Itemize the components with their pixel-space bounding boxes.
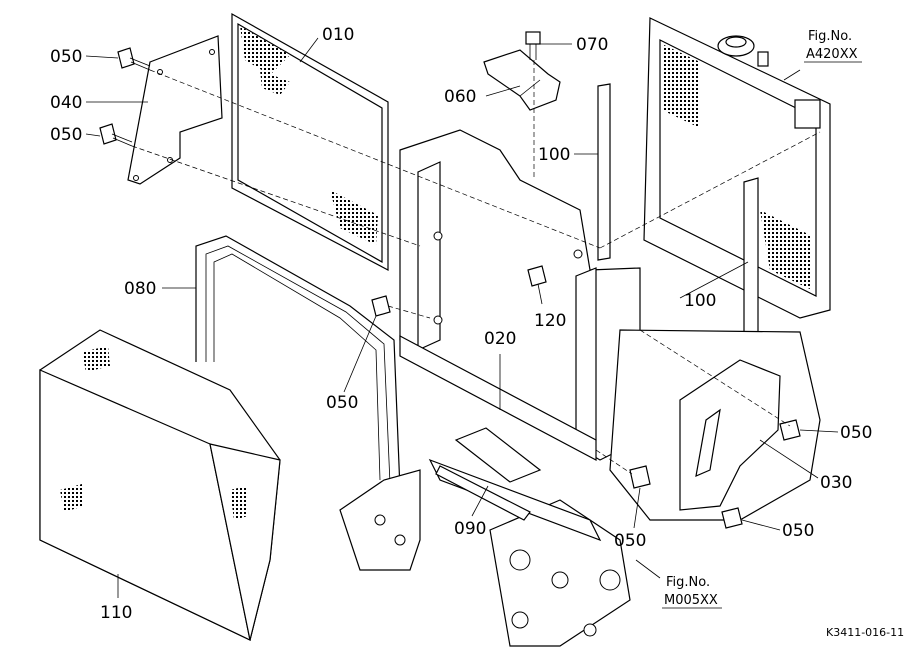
- alignment-lines: [131, 60, 821, 475]
- fig-ref-frame: Fig.No. M005XX: [662, 575, 722, 609]
- cover-110: [39, 329, 281, 642]
- channel-090: [435, 427, 542, 521]
- callout-labels: 010 050 040 050 060 070 100 100 080 120 …: [50, 25, 872, 623]
- bolt-050-middle: [371, 295, 391, 317]
- radiator-assembly: [643, 17, 831, 319]
- callout-100-upper: 100: [538, 145, 570, 165]
- callout-050-upper-left: 050: [50, 47, 82, 67]
- plate-030: [679, 359, 781, 511]
- bracket-060: [483, 49, 561, 111]
- fig-ref-radiator-code: A420XX: [806, 47, 858, 62]
- bolt-050-right: [779, 419, 801, 441]
- seal-strip-100-upper: [597, 83, 611, 261]
- shroud-frame-020: [399, 129, 641, 461]
- callout-050-center: 050: [614, 531, 646, 551]
- bolt-120: [527, 265, 547, 287]
- callout-110: 110: [100, 603, 132, 623]
- callout-030: 030: [820, 473, 852, 493]
- callout-050-right: 050: [840, 423, 872, 443]
- fig-ref-frame-code: M005XX: [664, 593, 718, 608]
- callout-020: 020: [484, 329, 516, 349]
- callout-080: 080: [124, 279, 156, 299]
- bolt-050-upper-left: [117, 47, 151, 71]
- callout-070: 070: [576, 35, 608, 55]
- callout-040: 040: [50, 93, 82, 113]
- leader-lines: [85, 37, 839, 598]
- fig-ref-frame-caption: Fig.No.: [666, 575, 710, 590]
- side-plate-040: [127, 35, 223, 185]
- bolt-050-bottom-right: [721, 507, 743, 529]
- callout-120: 120: [534, 311, 566, 331]
- callout-060: 060: [444, 87, 476, 107]
- callout-050-lower-left: 050: [50, 125, 82, 145]
- fig-ref-radiator: Fig.No. A420XX: [804, 29, 862, 63]
- bolt-070: [525, 31, 541, 60]
- screen-010: [231, 12, 389, 271]
- callout-050-middle: 050: [326, 393, 358, 413]
- drawing-code: K3411-016-11: [826, 626, 904, 639]
- bolt-050-lower-left: [99, 123, 133, 147]
- bolt-050-center: [629, 465, 651, 489]
- callout-010: 010: [322, 25, 354, 45]
- callout-100-lower: 100: [684, 291, 716, 311]
- callout-050-bottom-right: 050: [782, 521, 814, 541]
- fig-ref-radiator-caption: Fig.No.: [808, 29, 852, 44]
- seal-strip-100-lower: [743, 177, 759, 345]
- callout-090: 090: [454, 519, 486, 539]
